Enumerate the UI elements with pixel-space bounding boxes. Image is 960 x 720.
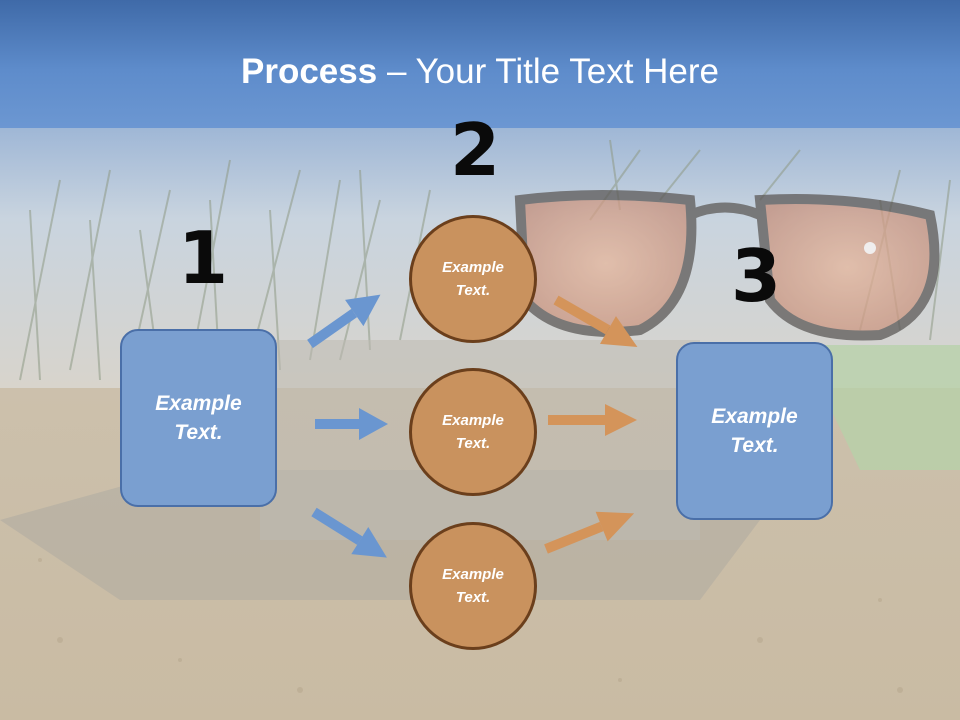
right-box-label: Example Text. [711, 405, 798, 457]
slide-title: Process – Your Title Text Here [0, 52, 960, 92]
step-number-3: 3 [731, 234, 782, 318]
step-number-2: 2 [450, 108, 501, 192]
step-number-1: 1 [178, 216, 229, 300]
left-process-box: Example Text. [120, 329, 277, 507]
circle-top-label: Example Text. [442, 259, 504, 299]
circle-middle: Example Text. [409, 368, 537, 496]
circle-top: Example Text. [409, 215, 537, 343]
circle-bottom-label: Example Text. [442, 566, 504, 606]
left-box-label: Example Text. [155, 392, 242, 444]
circle-bottom: Example Text. [409, 522, 537, 650]
circle-middle-label: Example Text. [442, 412, 504, 452]
right-process-box: Example Text. [676, 342, 833, 520]
title-bold: Process [241, 52, 378, 91]
title-rest: – Your Title Text Here [377, 52, 719, 91]
